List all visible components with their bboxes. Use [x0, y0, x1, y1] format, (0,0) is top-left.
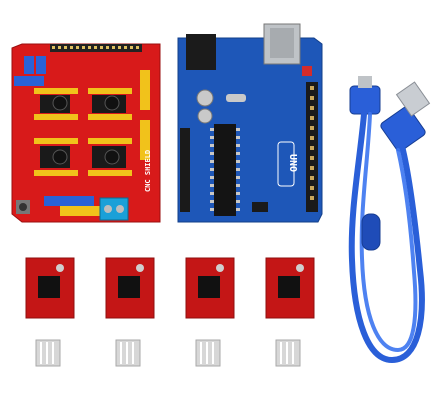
uno-label: UNO	[287, 154, 298, 172]
stepper-driver-2	[105, 257, 155, 319]
heatsink-3	[195, 339, 221, 367]
uno-board: UNO	[177, 23, 323, 223]
stepper-driver-3	[185, 257, 235, 319]
usb-type-b-connector	[349, 85, 381, 115]
heatsink-4	[275, 339, 301, 367]
usb-cable	[348, 76, 431, 364]
cnc-shield: CNC SHIELD	[11, 43, 161, 223]
stepper-driver-1	[25, 257, 75, 319]
cnc-shield-label: CNC SHIELD	[144, 150, 152, 192]
microcontroller-chip	[214, 124, 236, 216]
heatsink-2	[115, 339, 141, 367]
usb-type-a-connector	[380, 106, 426, 152]
heatsink-1	[35, 339, 61, 367]
stepper-driver-4	[265, 257, 315, 319]
